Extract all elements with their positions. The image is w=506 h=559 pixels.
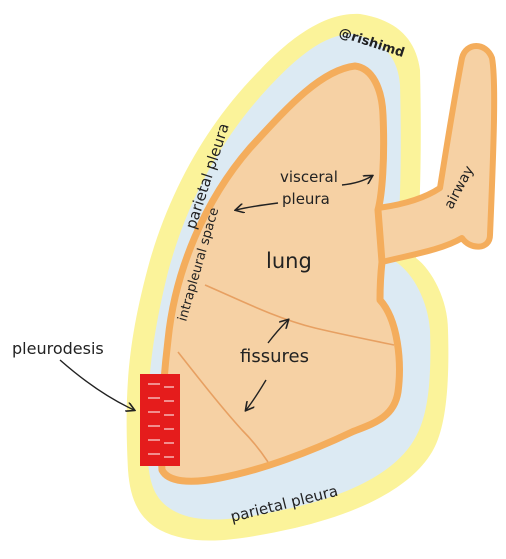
fissures-label: fissures [240, 346, 309, 367]
pleurodesis-block [140, 374, 180, 466]
visceral-pleura-label-line1: visceral [280, 168, 338, 186]
visceral-pleura-label-line2: pleura [282, 190, 330, 208]
lung-label: lung [266, 249, 312, 273]
pleurodesis-arrow [60, 360, 134, 410]
pleurodesis-label: pleurodesis [12, 339, 104, 358]
